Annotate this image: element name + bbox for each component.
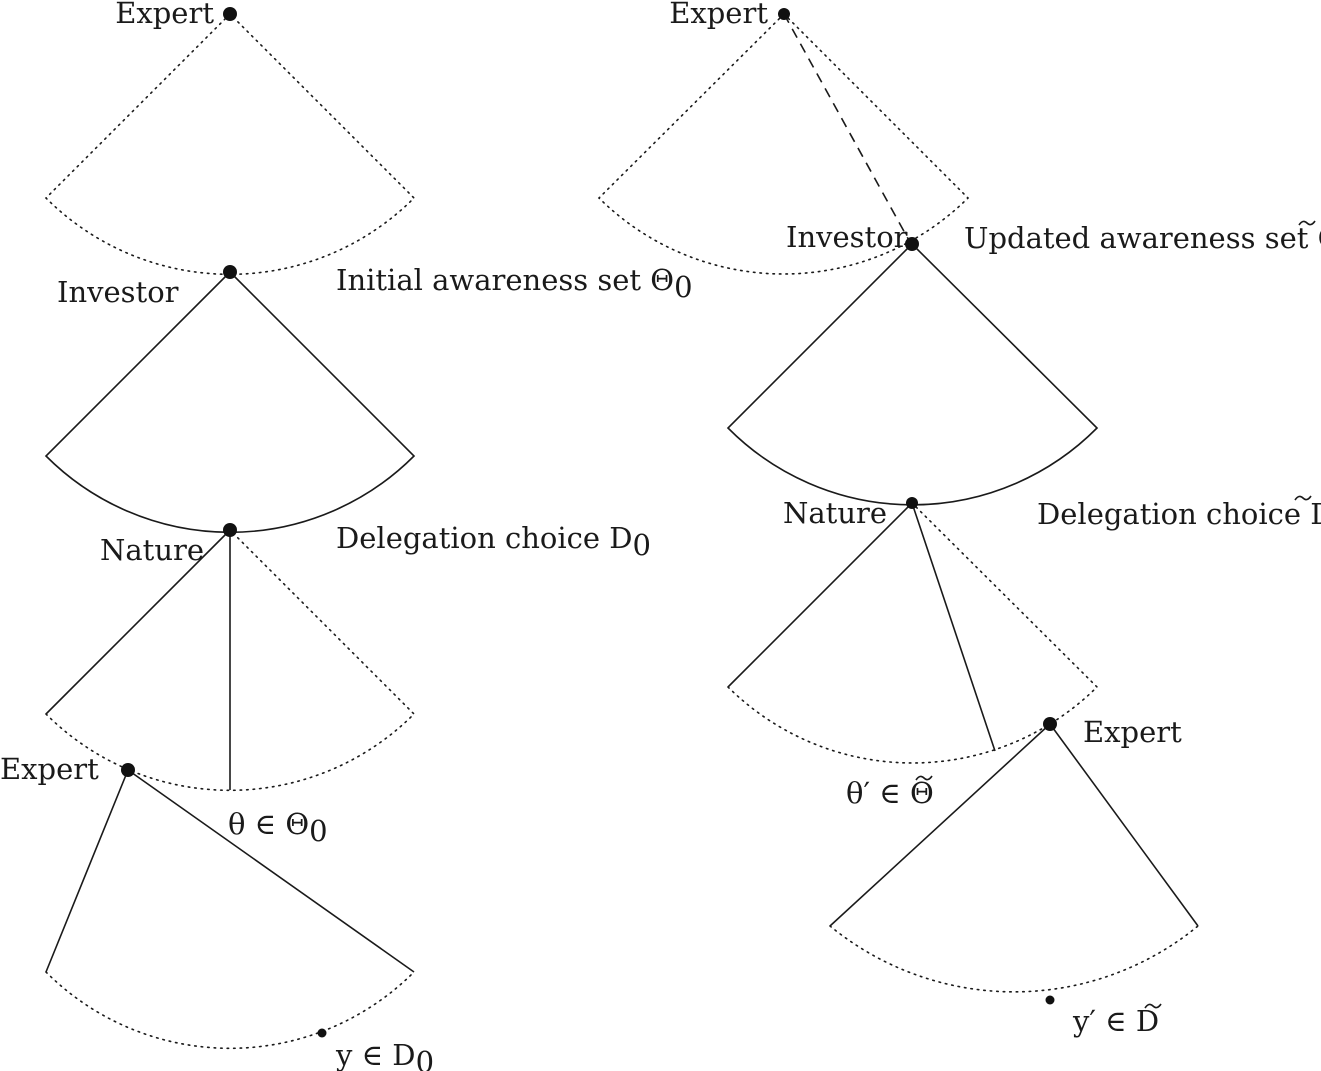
right-nature-sector-dotted — [727, 502, 1099, 764]
right-y-point — [1045, 995, 1055, 1005]
left-nature-edge — [45, 529, 231, 715]
right-nature-node — [906, 497, 918, 509]
left-y-label: y ∈ D0 — [335, 1038, 434, 1071]
left-investor-node — [223, 265, 237, 279]
left-expert-node — [223, 7, 237, 21]
right-y-label: y′ ∈ D — [1072, 1004, 1159, 1038]
right-expert-top-label: Expert — [669, 0, 768, 30]
right-investor-node — [905, 237, 919, 251]
right-investor-label: Investor — [786, 220, 908, 254]
right-theta-label: θ′ ∈ Θ — [846, 776, 934, 810]
left-expert-bottom-node — [121, 763, 135, 777]
left-expert-arc — [45, 971, 415, 1050]
right-nature-edge — [727, 502, 913, 688]
right-expert-edge-left — [829, 723, 1051, 927]
left-nature-node — [223, 523, 237, 537]
left-expert-top-label: Expert — [115, 0, 214, 30]
right-nature-branch — [911, 502, 996, 752]
left-theta-label: θ ∈ Θ0 — [228, 807, 328, 848]
right-delegation-label: Delegation choice D — [1037, 497, 1321, 531]
left-awareness-label: Initial awareness set Θ0 — [336, 263, 693, 304]
left-tree: Expert Investor Initial awareness set Θ0… — [0, 0, 693, 1071]
right-expert-sector — [597, 13, 970, 275]
right-expert-bottom-label: Expert — [1083, 715, 1182, 749]
right-tree: Expert Investor Updated awareness set Θ … — [597, 0, 1321, 1038]
right-investor-sector — [726, 243, 1099, 506]
left-expert-edge-left — [45, 769, 129, 973]
right-delegation-tilde — [1294, 495, 1312, 501]
left-investor-sector — [44, 271, 416, 534]
right-expert-edge-right — [1049, 723, 1199, 927]
left-investor-label: Investor — [57, 275, 179, 309]
left-delegation-label: Delegation choice D0 — [336, 521, 651, 562]
right-expert-arc — [829, 925, 1199, 993]
right-awareness-tilde — [1298, 220, 1316, 226]
left-expert-edge-right — [127, 769, 415, 973]
right-expert-node — [778, 8, 790, 20]
left-expert-sector — [44, 13, 416, 276]
right-nature-label: Nature — [783, 496, 887, 530]
left-y-point — [317, 1028, 327, 1038]
right-awareness-label: Updated awareness set Θ — [964, 221, 1321, 255]
left-nature-label: Nature — [100, 533, 204, 567]
right-y-tilde — [1144, 1003, 1162, 1009]
right-expert-bottom-node — [1043, 717, 1057, 731]
right-theta-tilde — [915, 775, 933, 781]
right-expert-investor-dashed — [783, 13, 912, 245]
left-expert-bottom-label: Expert — [0, 752, 99, 786]
